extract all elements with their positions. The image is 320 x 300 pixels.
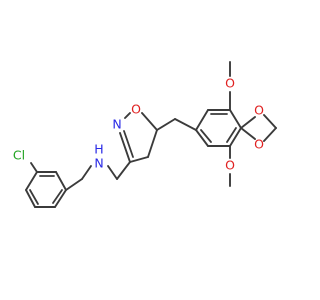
bond [65,178,83,191]
bond [229,109,242,129]
atom-labels: Cl H N N O O O O O [13,76,264,173]
bond-double-inner [29,189,39,205]
bond [156,118,176,131]
bond [119,132,131,163]
bond [240,127,256,140]
bond [174,118,197,131]
bond [124,112,131,119]
chemical-structure: Cl H N N O O O O O [13,61,277,208]
amine-hydrogen-label: H [94,142,103,157]
bond [229,127,242,147]
bond-double-inner [200,129,212,143]
dioxole-lower-oxygen-label: O [254,137,264,152]
bond-double-inner [52,189,63,204]
bond [240,116,256,129]
chlorine-label: Cl [13,148,25,163]
isoxazoline-oxygen-label: O [131,102,141,117]
bond [147,129,158,158]
methoxy-bottom-oxygen-label: O [225,158,235,173]
bond-double-inner [226,127,237,143]
bond [195,109,209,131]
bond [55,171,67,191]
isoxazoline-nitrogen-label: N [112,117,121,132]
amine-nitrogen-label: N [94,156,103,171]
bond [263,127,277,142]
bond [263,114,277,129]
bond [25,189,36,208]
bond [81,165,92,180]
bond [25,171,38,191]
bond [129,156,149,163]
bond [54,189,67,208]
bond [116,161,131,180]
bond [107,165,118,180]
bond-lines [25,61,277,208]
methoxy-top-oxygen-label: O [225,76,235,91]
dioxole-upper-oxygen-label: O [254,103,264,118]
bond-double-inner [123,130,134,158]
bond-c-cl [30,162,38,173]
bond [141,112,158,131]
bond [195,129,209,147]
